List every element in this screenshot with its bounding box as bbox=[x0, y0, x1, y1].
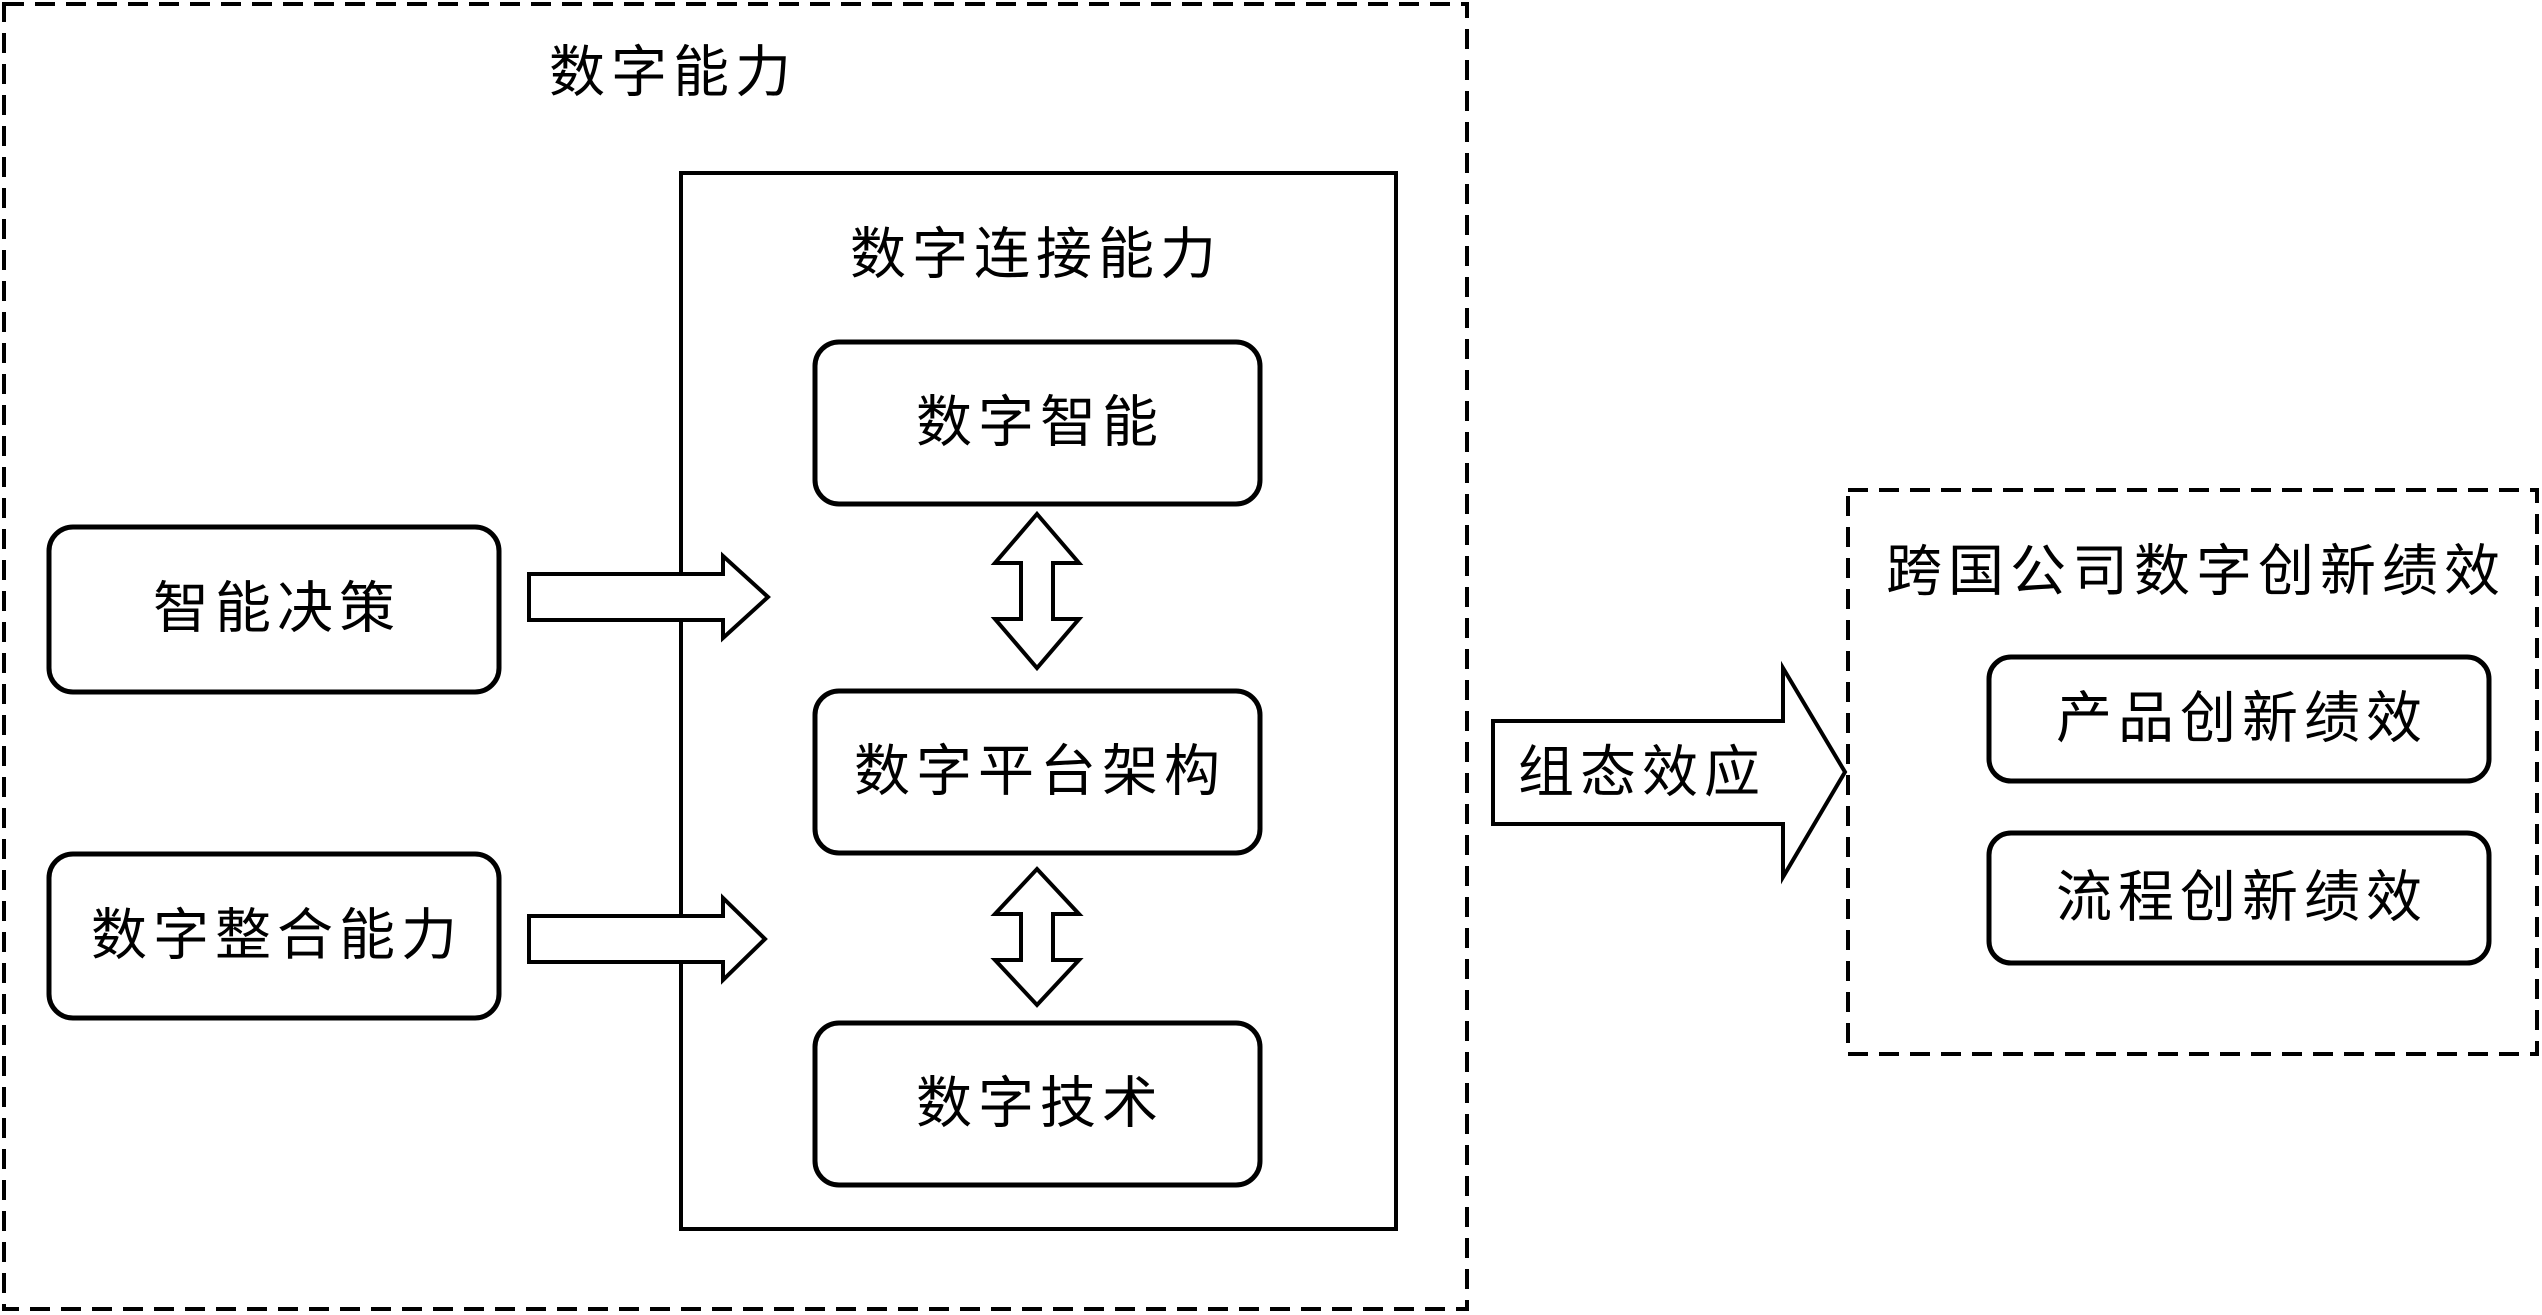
mnc-digital-innovation-performance-group: 跨国公司数字创新绩效 产品创新绩效 流程创新绩效 bbox=[1846, 488, 2539, 1056]
digital-capability-group: 数字能力 bbox=[2, 2, 1469, 1311]
node-label: 智能决策 bbox=[153, 577, 401, 642]
digital-connection-title: 数字连接能力 bbox=[850, 223, 1222, 288]
effect-arrow-label: 组态效应 bbox=[1518, 741, 1766, 806]
arrow-decision-to-connection bbox=[527, 551, 771, 643]
node-product-innovation-performance: 产品创新绩效 bbox=[1986, 654, 2492, 784]
double-arrow-lower bbox=[990, 866, 1084, 1008]
node-digital-technology: 数字技术 bbox=[812, 1020, 1263, 1188]
outcome-group-border bbox=[1846, 488, 2539, 1056]
outcome-group-title: 跨国公司数字创新绩效 bbox=[1886, 540, 2506, 605]
node-box bbox=[812, 339, 1263, 507]
node-label: 流程创新绩效 bbox=[2056, 866, 2428, 931]
digital-capability-border bbox=[2, 2, 1469, 1311]
digital-connection-group: 数字连接能力 数字智能 数字平台架构 数字技术 bbox=[679, 171, 1398, 1231]
node-box bbox=[46, 524, 502, 695]
node-label: 产品创新绩效 bbox=[2056, 687, 2428, 752]
node-process-innovation-performance: 流程创新绩效 bbox=[1986, 830, 2492, 966]
node-digital-integration-capability: 数字整合能力 bbox=[46, 851, 502, 1021]
digital-capability-title: 数字能力 bbox=[549, 41, 797, 106]
node-box bbox=[812, 688, 1263, 856]
configuration-effect-arrow: 组态效应 bbox=[1491, 660, 1848, 885]
node-label: 数字平台架构 bbox=[854, 740, 1226, 805]
double-arrow-upper bbox=[990, 510, 1084, 672]
node-digital-intelligence: 数字智能 bbox=[812, 339, 1263, 507]
node-box bbox=[1986, 654, 2492, 784]
node-digital-platform-architecture: 数字平台架构 bbox=[812, 688, 1263, 856]
effect-arrow-shape bbox=[1491, 660, 1848, 885]
node-box bbox=[1986, 830, 2492, 966]
node-label: 数字整合能力 bbox=[91, 904, 463, 969]
node-box bbox=[46, 851, 502, 1021]
node-intelligent-decision: 智能决策 bbox=[46, 524, 502, 695]
node-box bbox=[812, 1020, 1263, 1188]
node-label: 数字智能 bbox=[916, 391, 1164, 456]
arrow-integration-to-connection bbox=[527, 893, 768, 985]
node-label: 数字技术 bbox=[916, 1072, 1164, 1137]
